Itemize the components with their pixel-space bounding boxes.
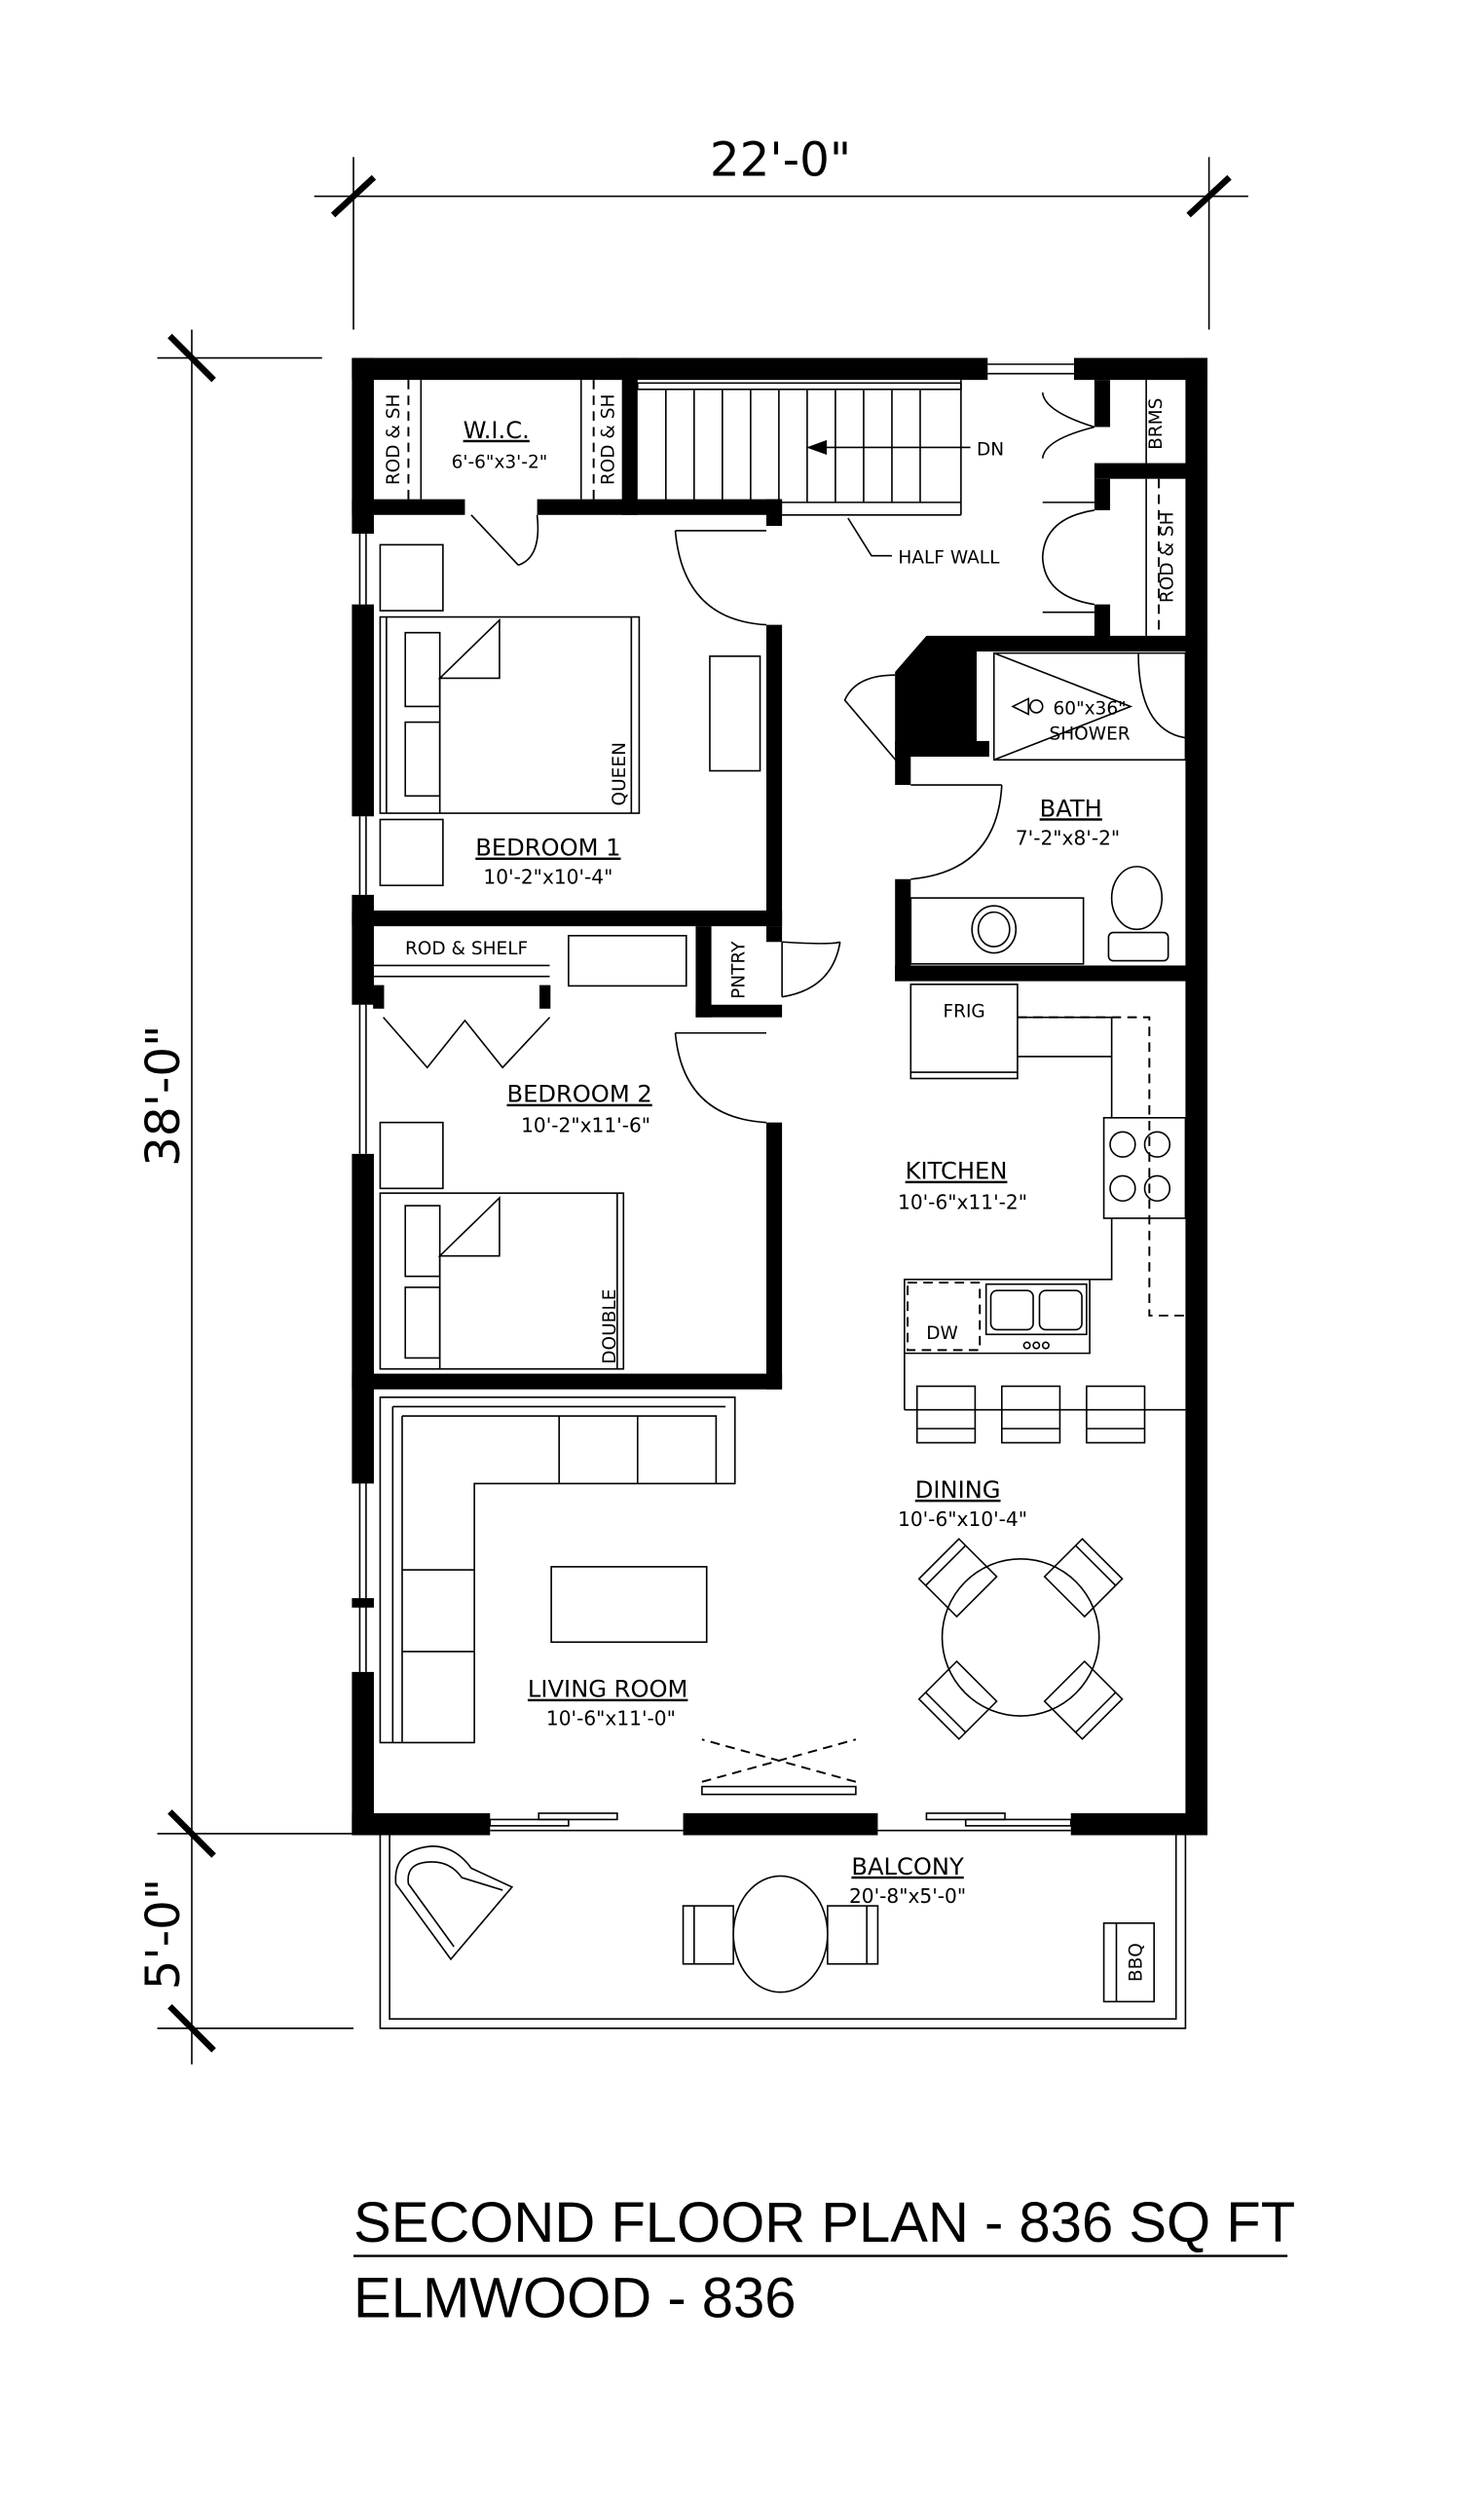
dishwasher-label: DW [926, 1323, 958, 1344]
bath-fixtures [843, 651, 1187, 965]
wic-shelves [407, 380, 595, 567]
shower-label: SHOWER [1050, 724, 1131, 744]
interior-walls [352, 357, 1207, 1390]
plan-title: SECOND FLOOR PLAN - 836 SQ FT [353, 2191, 1295, 2254]
stairs [636, 380, 971, 557]
balcony-label: BALCONY [851, 1853, 964, 1880]
bedroom2-closet-label: ROD & SHELF [405, 939, 528, 959]
depth-dimension: 38'-0" [136, 1025, 191, 1167]
dining-label: DINING [915, 1476, 1001, 1504]
model-name: ELMWOOD - 836 [353, 2266, 797, 2329]
exterior-walls [352, 357, 1207, 1836]
bedroom2-size: 10'-2"x11'-6" [521, 1113, 650, 1136]
bedroom2-label: BEDROOM 2 [507, 1081, 652, 1108]
balcony-furniture [379, 1835, 1187, 2029]
wic-rod-shelf-left: ROD & SH [384, 394, 404, 486]
pantry-label: PNTRY [728, 941, 749, 999]
bedroom1-furniture [379, 530, 767, 887]
bbq-label: BBQ [1126, 1943, 1146, 1982]
wic-size: 6'-6"x3'-2" [452, 452, 548, 472]
living-furniture [379, 1395, 736, 1744]
dining-size: 10'-6"x10'-4" [898, 1507, 1027, 1531]
hall-rod-shelf-label: ROD & SH [1158, 511, 1178, 603]
balcony-dimension: 5'-0" [136, 1879, 191, 1991]
bedroom1-label: BEDROOM 1 [475, 835, 620, 862]
dining-furniture [917, 1538, 1124, 1740]
double-bed-label: DOUBLE [600, 1289, 620, 1364]
kitchen-fixtures [904, 983, 1187, 1444]
half-wall-label: HALF WALL [898, 548, 1000, 569]
balcony-size: 20'-8"x5'-0" [849, 1884, 966, 1908]
brooms-closet-label: BRMS [1146, 398, 1167, 450]
hall-closets [1041, 380, 1160, 636]
bath-size: 7'-2"x8'-2" [1016, 826, 1120, 849]
stairs-down-label: DN [977, 440, 1004, 461]
queen-bed-label: QUEEN [610, 742, 630, 805]
fridge-label: FRIG [943, 1002, 984, 1023]
bedroom2-furniture [373, 935, 841, 1370]
bedroom1-size: 10'-2"x10'-4" [483, 866, 612, 889]
living-room-label: LIVING ROOM [528, 1676, 687, 1703]
wic-rod-shelf-right: ROD & SH [599, 394, 619, 486]
wic-label: W.I.C. [464, 417, 530, 444]
bath-label: BATH [1040, 795, 1102, 822]
living-room-size: 10'-6"x11'-0" [546, 1707, 676, 1730]
kitchen-size: 10'-6"x11'-2" [898, 1190, 1027, 1213]
shower-size: 60"x36" [1054, 699, 1127, 720]
width-dimension: 22'-0" [710, 133, 851, 188]
linen-closet-label: LINEN [944, 670, 964, 724]
dimension-lines [157, 157, 1248, 2065]
kitchen-label: KITCHEN [906, 1158, 1008, 1185]
